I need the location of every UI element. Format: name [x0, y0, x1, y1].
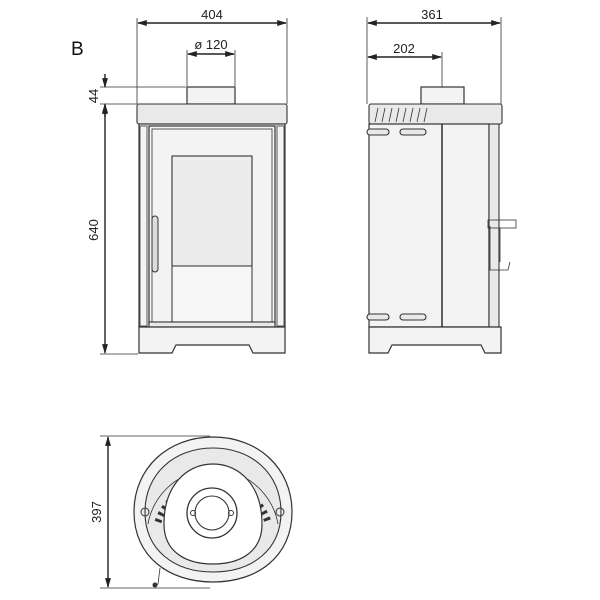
- door-handle: [151, 215, 159, 273]
- top-view: 397: [89, 435, 293, 589]
- front-view: 404 ø 120 44 640: [86, 7, 288, 355]
- top-plate: [136, 103, 288, 125]
- flue-collar: [186, 86, 236, 105]
- door-glass: [171, 155, 253, 267]
- overall-height-dimension: 640: [86, 219, 101, 241]
- variant-label: B: [71, 39, 84, 60]
- side-depth-dimension: 361: [421, 7, 443, 22]
- top-depth-dimension: 397: [89, 501, 104, 523]
- side-view: 361 202: [366, 7, 517, 354]
- stove-base: [138, 326, 286, 354]
- flue-offset-dimension: 202: [393, 41, 415, 56]
- top-height-dimension: 44: [86, 89, 101, 103]
- front-width-dimension: 404: [201, 7, 223, 22]
- flue-diameter-dimension: ø 120: [194, 37, 227, 52]
